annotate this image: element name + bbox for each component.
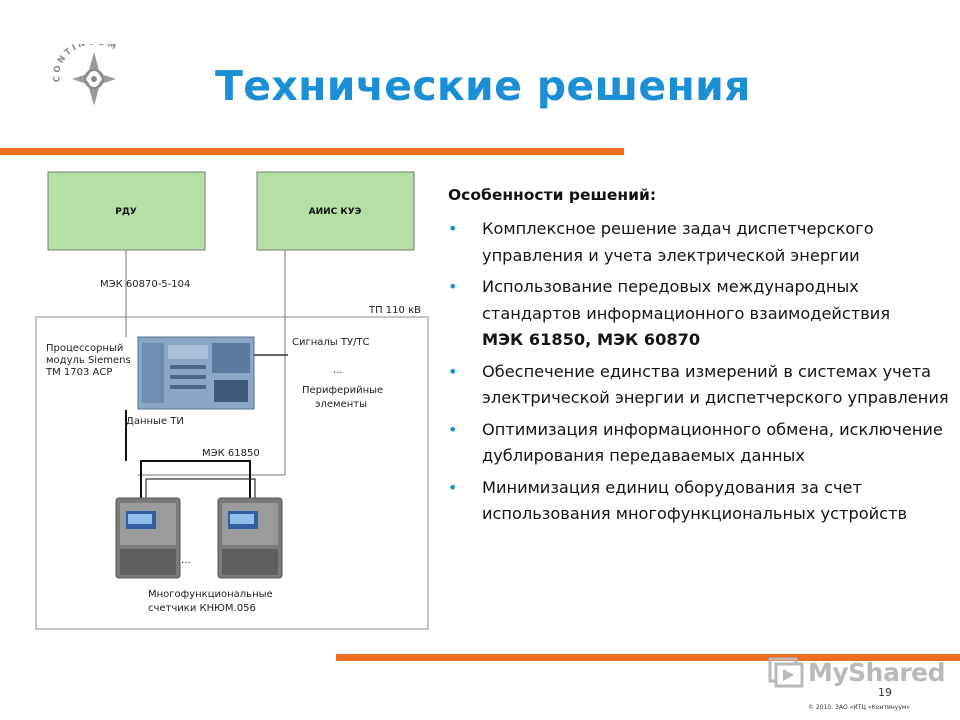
bottom-divider: [336, 654, 960, 661]
list-item: • Комплексное решение задач диспетчерског…: [448, 216, 953, 269]
bullet-icon: •: [448, 477, 458, 497]
slides-icon: [768, 657, 804, 688]
bullet-icon: •: [448, 419, 458, 439]
mek104-label: МЭК 60870-5-104: [100, 279, 190, 290]
list-item: • Использование передовых международных с…: [448, 274, 953, 354]
meters-label-1: Многофункциональные: [148, 589, 273, 600]
feature-text: Оптимизация информационного обмена, искл…: [482, 419, 943, 466]
bullet-icon: •: [448, 277, 458, 296]
page-title: Технические решения: [215, 62, 751, 110]
meter-dots: ...: [181, 555, 191, 566]
page-number: 19: [878, 686, 892, 699]
feature-text: Минимизация единиц оборудования за счет …: [482, 477, 908, 524]
peripheral-label-2: элементы: [315, 399, 367, 410]
feature-text: Использование передовых международных ст…: [482, 277, 891, 323]
processor-label-3: ТМ 1703 АСР: [45, 367, 112, 378]
list-item: • Оптимизация информационного обмена, иск…: [448, 417, 953, 470]
meters-label-2: счетчики КНЮМ.056: [148, 603, 256, 614]
list-item: • Обеспечение единства измерений в систем…: [448, 359, 953, 412]
watermark-text: MyShared: [808, 658, 946, 687]
meter-1: [115, 497, 181, 579]
watermark: MyShared: [768, 655, 946, 691]
rdu-label: РДУ: [115, 207, 137, 217]
system-diagram: РДУ АИИС КУЭ Процессорный модуль Siemens…: [30, 165, 435, 635]
aiis-box: [256, 171, 415, 251]
processor-module: [137, 336, 255, 410]
peripheral-label-1: Периферийные: [302, 385, 383, 396]
processor-label-2: модуль Siemens: [46, 355, 131, 366]
feature-text: Комплексное решение задач диспетчерского…: [482, 219, 874, 265]
top-divider: [0, 148, 624, 155]
bullet-icon: •: [448, 361, 458, 381]
features-list: • Комплексное решение задач диспетчерског…: [448, 216, 953, 533]
data-ti-label: Данные ТИ: [126, 416, 184, 427]
company-logo: CONTINUUM: [52, 37, 136, 110]
meter-2: [217, 497, 283, 579]
list-item: • Минимизация единиц оборудования за счет…: [448, 475, 953, 528]
signals-label: Сигналы ТУ/ТС: [292, 337, 370, 348]
copyright: © 2010. ЗАО «ИТЦ «Континуум»: [808, 704, 911, 711]
mek61850-label: МЭК 61850: [202, 448, 260, 459]
feature-standards: МЭК 61850, МЭК 60870: [482, 330, 701, 349]
bullet-icon: •: [448, 219, 458, 238]
feature-text: Обеспечение единства измерений в система…: [482, 361, 949, 408]
rdu-box: [47, 171, 206, 251]
tp-label: ТП 110 кВ: [368, 305, 421, 316]
processor-label-1: Процессорный: [46, 343, 123, 354]
peripheral-dots: ...: [333, 365, 343, 376]
features-heading: Особенности решений:: [448, 186, 657, 204]
aiis-label: АИИС КУЭ: [309, 207, 362, 217]
